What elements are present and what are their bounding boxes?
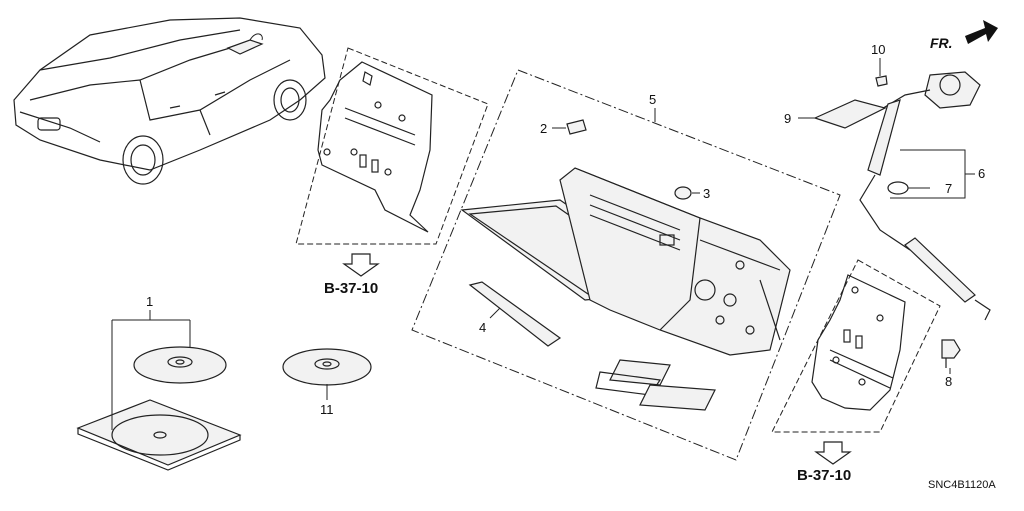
screw-part-10 — [875, 58, 888, 87]
callout-2: 2 — [540, 121, 547, 136]
left-reference-arrow — [342, 253, 380, 277]
callout-1: 1 — [146, 294, 153, 309]
right-reference-arrow — [814, 441, 852, 465]
knob-part-3 — [674, 186, 700, 200]
trim-part-4 — [468, 281, 562, 347]
left-bracket-group — [295, 47, 489, 245]
disc-case-part-1 — [76, 310, 242, 471]
callout-4: 4 — [479, 320, 486, 335]
callout-8: 8 — [945, 374, 952, 389]
audio-unit-group — [411, 69, 841, 461]
knob-part-2 — [552, 119, 587, 135]
pad-part-9 — [798, 99, 887, 129]
antenna-assembly — [859, 71, 991, 321]
callout-10: 10 — [871, 42, 885, 57]
callout-3: 3 — [703, 186, 710, 201]
front-direction-arrow — [965, 20, 998, 44]
reference-label-left: B-37-10 — [324, 280, 378, 297]
front-direction-label: FR. — [930, 35, 953, 51]
diagram-code: SNC4B1120A — [928, 479, 996, 491]
callout-7: 7 — [945, 181, 952, 196]
clip-part-7 — [887, 181, 930, 195]
disc-part-11 — [282, 348, 372, 400]
callout-5: 5 — [649, 92, 656, 107]
bolt-part-8 — [941, 339, 961, 374]
callout-9: 9 — [784, 111, 791, 126]
reference-label-right: B-37-10 — [797, 467, 851, 484]
callout-6: 6 — [978, 166, 985, 181]
callout-11: 11 — [320, 402, 334, 417]
right-bracket-group — [771, 259, 941, 433]
vehicle-illustration — [13, 17, 326, 185]
